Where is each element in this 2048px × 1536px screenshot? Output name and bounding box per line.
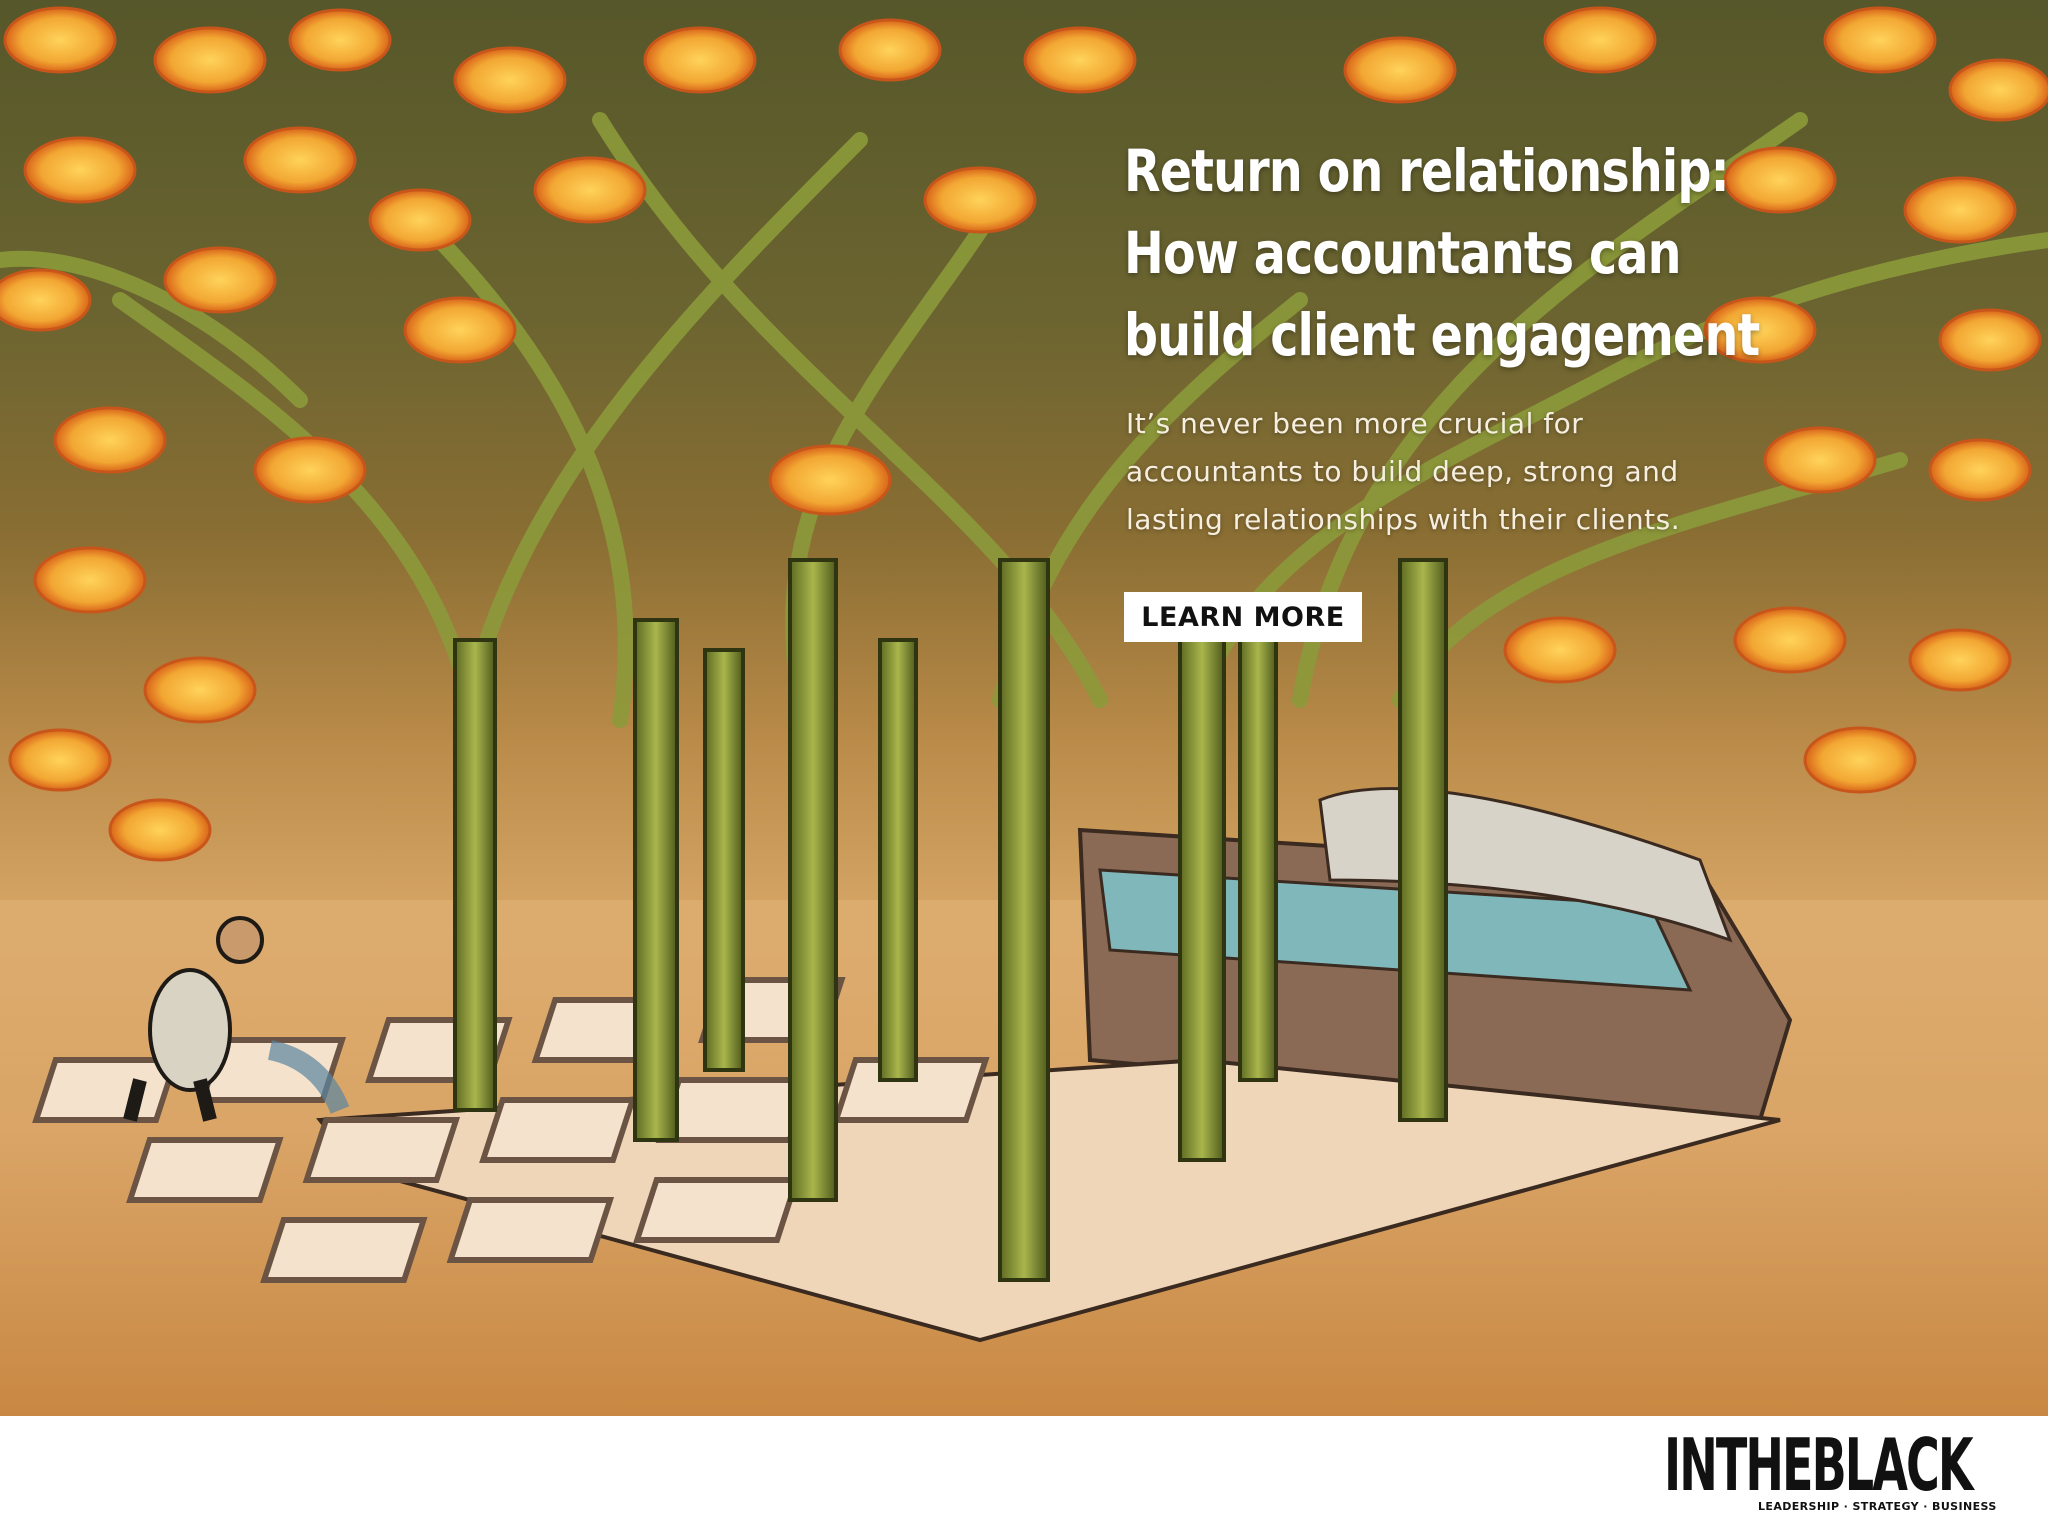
headline: Return on relationship: How accountants …: [1124, 130, 1846, 376]
body-line-3: lasting relationships with their clients…: [1126, 503, 1681, 536]
body-text: It’s never been more crucial for account…: [1126, 400, 1746, 544]
hero-illustration: Return on relationship: How accountants …: [0, 0, 2048, 1416]
body-line-1: It’s never been more crucial for: [1126, 407, 1584, 440]
gardener-figure: [123, 916, 350, 1122]
illustration-artwork: [0, 6, 2048, 1416]
footer-bar: [0, 1416, 2048, 1536]
headline-line-2: How accountants can: [1124, 219, 1682, 287]
tree-trunks: [453, 558, 1448, 1282]
hand-leaves: [0, 6, 2048, 862]
logo-wordmark: INTHEBLACK: [1664, 1423, 1974, 1507]
logo-tagline: LEADERSHIP · STRATEGY · BUSINESS: [1758, 1500, 1997, 1513]
intheblack-logo[interactable]: INTHEBLACK LEADERSHIP · STRATEGY · BUSIN…: [1664, 1426, 1996, 1516]
learn-more-button[interactable]: LEARN MORE: [1124, 592, 1362, 642]
headline-line-3: build client engagement: [1124, 301, 1760, 369]
body-line-2: accountants to build deep, strong and: [1126, 455, 1679, 488]
headline-line-1: Return on relationship:: [1124, 137, 1730, 205]
